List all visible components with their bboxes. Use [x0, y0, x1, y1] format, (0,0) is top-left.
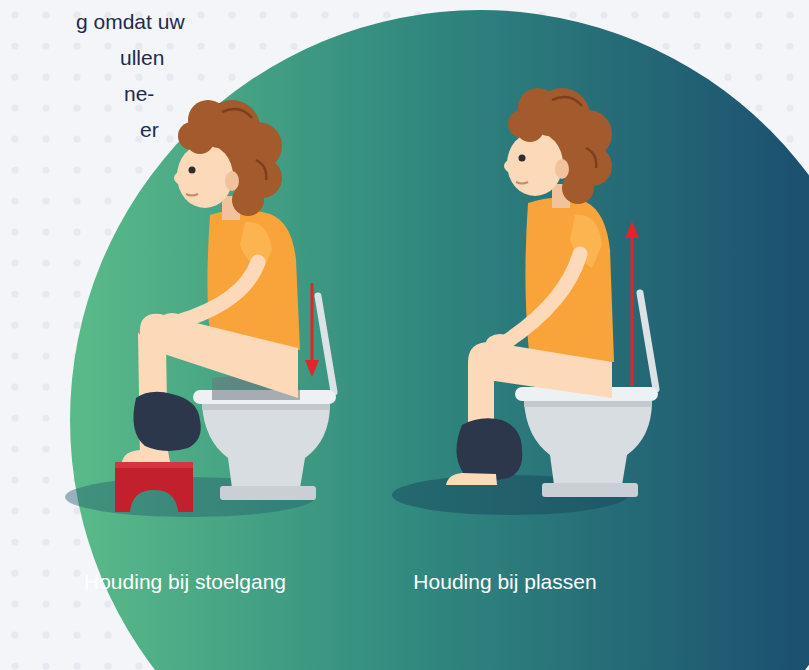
text-fragment: ne- [124, 81, 154, 107]
text-fragment: g omdat uw [76, 9, 185, 35]
circle-panel: Houding bij stoelgang Houding bij plassen [70, 10, 809, 670]
gradient-circle [70, 10, 809, 670]
text-fragment: er [140, 117, 159, 143]
posture-caption: Houding bij stoelgang [84, 569, 286, 595]
text-fragment: ullen [120, 45, 164, 71]
posture-caption: Houding bij plassen [413, 569, 596, 595]
